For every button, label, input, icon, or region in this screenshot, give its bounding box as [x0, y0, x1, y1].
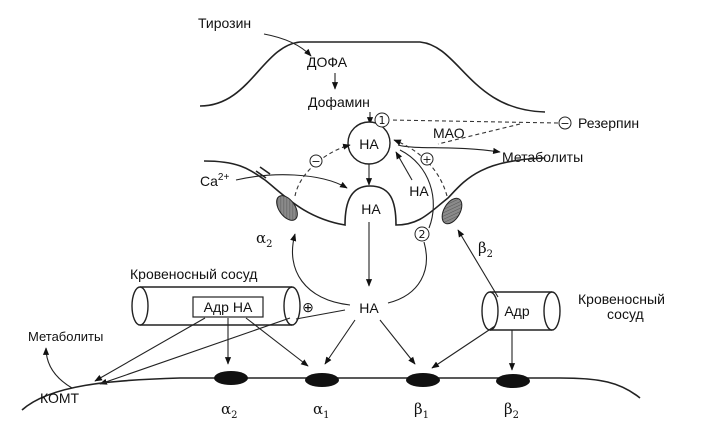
- axon-outline: [199, 41, 546, 113]
- vesicle-na-label: НА: [359, 136, 379, 152]
- alpha2-minus: −: [311, 155, 320, 168]
- beta2-plus-marker: [420, 152, 434, 166]
- blood-vessel-left-end-r: [283, 286, 301, 326]
- cleft-na-label: НА: [359, 300, 379, 316]
- presynaptic-alpha2-receptor: [276, 195, 298, 221]
- mao-label: МАО: [433, 125, 465, 141]
- blood-vessel-left-body: [140, 286, 292, 326]
- calcium-channel-2: [259, 166, 271, 175]
- adrna-to-komt-2: [99, 317, 291, 385]
- site-1-label: 1: [379, 114, 386, 127]
- beta2-plus: +: [422, 153, 431, 166]
- adrna-to-alpha1: [245, 317, 309, 367]
- post-alpha2-label: α2: [221, 400, 238, 421]
- post-beta1-label: β1: [414, 400, 429, 421]
- blood-vessel-right-end-l: [481, 291, 499, 331]
- presynaptic-alpha2-label: α2: [256, 229, 273, 250]
- na-to-alpha1: [324, 319, 356, 365]
- metabolites-left-label: Метаболиты: [28, 329, 103, 344]
- blood-vessel-left-label: Кровеносный сосуд: [130, 266, 257, 282]
- mao-arrow: [397, 144, 501, 154]
- blood-vessel-right-label-2: сосуд: [607, 306, 644, 322]
- beta2-feedback-dash: [393, 139, 448, 197]
- calcium-label: Ca2+: [200, 172, 229, 189]
- adrna-to-komt-1: [94, 317, 206, 382]
- blood-vessel-right-end-r: [543, 291, 561, 331]
- adr-na-label: Адр НА: [204, 299, 253, 315]
- cleft-plus-sign: ⊕: [302, 299, 314, 315]
- terminal-membrane: [203, 157, 546, 226]
- site-2-marker: [414, 226, 430, 242]
- postsynaptic-beta2-receptor: [496, 374, 530, 388]
- reserpine-minus: −: [560, 117, 569, 130]
- na-to-komt: [295, 309, 346, 320]
- reserpine-label: Резерпин: [578, 115, 639, 131]
- reserpine-dash-reuptake: [437, 123, 521, 145]
- adr-to-beta1: [431, 325, 496, 369]
- reuptake-arrow: [395, 151, 413, 181]
- calcium-arrow: [235, 174, 348, 189]
- presynaptic-beta2-label: β2: [478, 239, 493, 260]
- cleft-to-alpha2-arc: [290, 233, 351, 306]
- alpha2-minus-marker: [309, 154, 323, 168]
- cleft-to-site2-arc: [387, 241, 427, 304]
- tyrosine-arrow: [263, 33, 312, 57]
- na-to-beta1: [379, 319, 416, 365]
- dopa-label: ДОФА: [307, 54, 348, 70]
- postsynaptic-alpha2-receptor: [214, 371, 248, 385]
- postsynaptic-alpha1-receptor: [305, 373, 339, 387]
- site-1-marker: [374, 112, 390, 128]
- postsynaptic-membrane: [21, 377, 641, 411]
- postsynaptic-beta1-receptor: [406, 373, 440, 387]
- post-alpha1-label: α1: [313, 400, 330, 421]
- blood-vessel-right-label-1: Кровеносный: [578, 291, 665, 307]
- komt-label: КОМТ: [40, 390, 80, 406]
- adr-na-box: [192, 296, 264, 318]
- blood-vessel-right-body: [490, 291, 552, 331]
- blood-vessel-left-end-l: [131, 286, 149, 326]
- site-2-label: 2: [419, 228, 426, 241]
- adr-to-beta2-arrow: [457, 229, 499, 298]
- tyrosine-label: Тирозин: [198, 15, 251, 31]
- presynaptic-beta2-receptor: [441, 197, 463, 225]
- reuptake-na-label: НА: [409, 183, 429, 199]
- dopamine-label: Дофамин: [308, 94, 370, 110]
- adr-right-label: Адр: [504, 303, 530, 319]
- reserpine-dash-vesicle: [389, 119, 559, 124]
- post-beta2-label: β2: [504, 400, 519, 421]
- terminal-na-label: НА: [361, 201, 381, 217]
- alpha2-feedback-dash: [294, 143, 351, 197]
- komt-to-metabolites-arrow: [42, 347, 73, 389]
- metabolites-top-label: Метаболиты: [502, 149, 583, 165]
- calcium-channel: [255, 170, 267, 179]
- reserpine-inhibit-marker: [558, 116, 572, 130]
- site2-to-vesicle-arc: [399, 149, 434, 229]
